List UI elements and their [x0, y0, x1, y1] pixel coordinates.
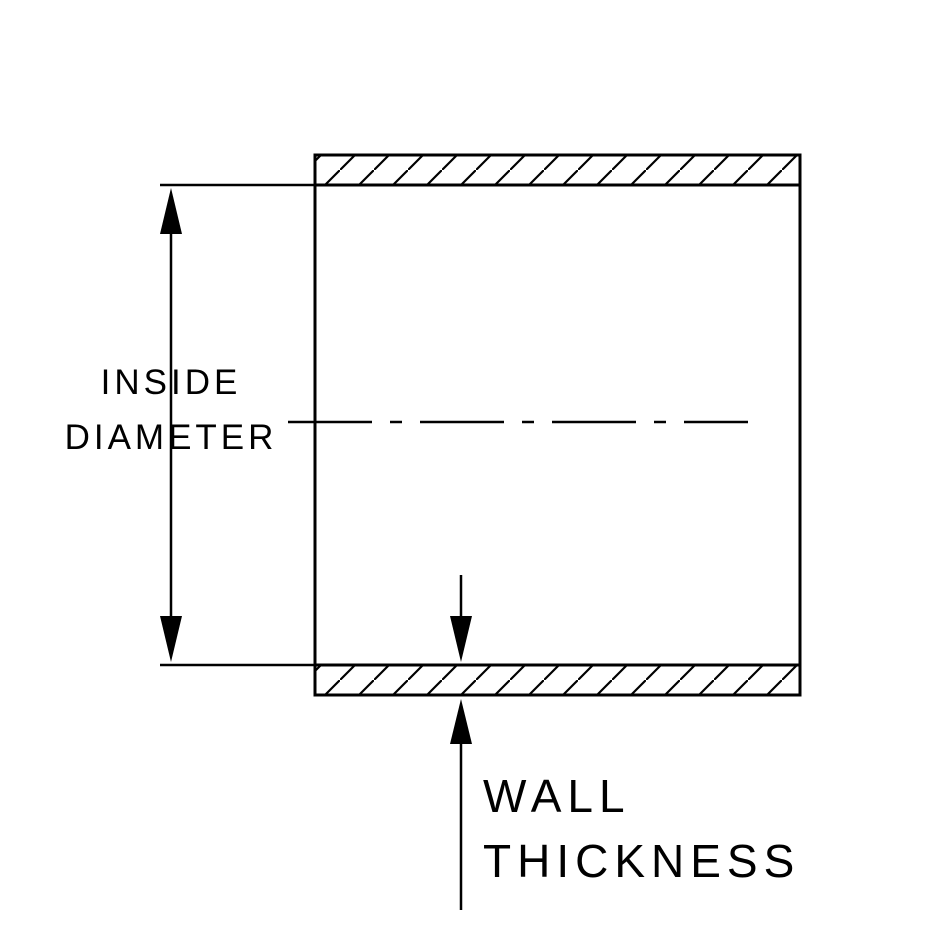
tube-outline — [313, 153, 802, 697]
inside-diameter-arrow-down — [160, 616, 182, 662]
wall-thickness-label-line2: THICKNESS — [483, 835, 800, 887]
top-wall-hatch — [315, 155, 800, 185]
inside-diameter-label-line2: DIAMETER — [65, 418, 278, 457]
bottom-wall-hatch — [315, 665, 800, 695]
wall-thickness-arrow-up — [450, 699, 472, 744]
wall-thickness-arrow-down — [450, 616, 472, 662]
wall-thickness-label-line1: WALL — [483, 770, 631, 822]
inside-diameter-arrow-up — [160, 188, 182, 234]
inside-diameter-label-line1: INSIDE — [101, 363, 242, 402]
